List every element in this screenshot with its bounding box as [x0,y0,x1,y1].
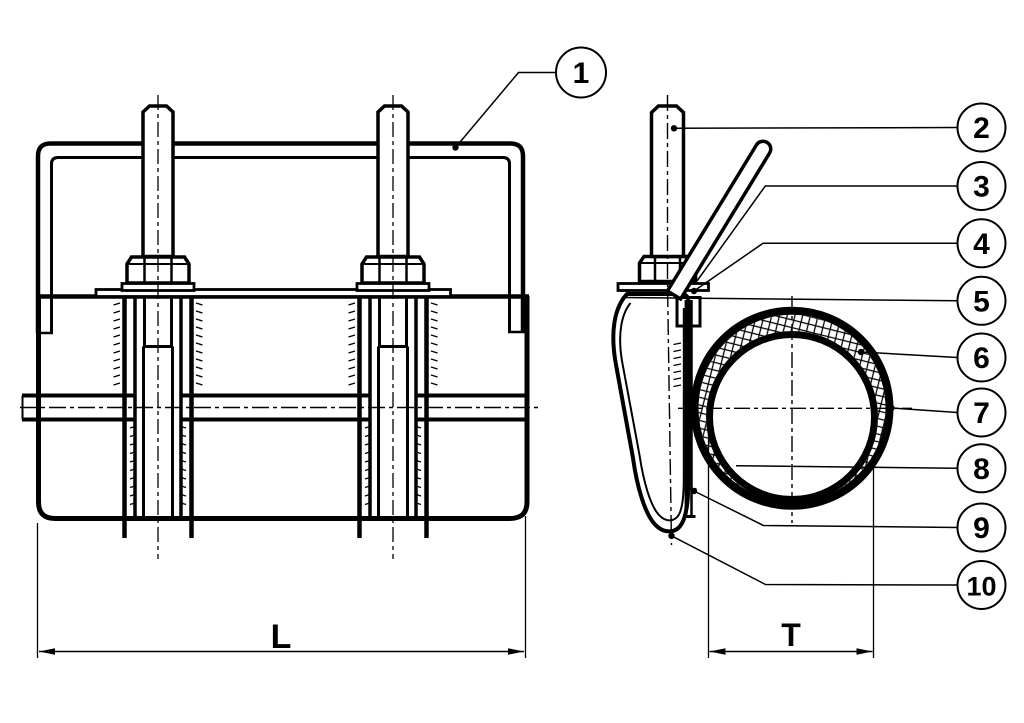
casing-outline [36,296,530,521]
callout-7: 7 [888,387,1007,438]
callout-number: 8 [973,453,990,486]
top-plate [94,288,452,298]
callout-balloon [956,332,1007,383]
callout-number: 1 [573,57,590,90]
wedge-thread-ticks [673,342,682,388]
leader-line [621,296,958,302]
callout-number: 3 [973,171,990,204]
leader-line [693,242,958,292]
leader-dot [690,487,698,495]
arrowhead-left [39,648,55,655]
dimension-L-label: L [271,618,292,656]
front-view [20,95,538,559]
callout-3: 3 [696,161,1007,282]
side-centerlines [666,95,912,546]
wedge-outer [611,292,691,534]
dimension-L-extension-lines [36,516,527,658]
callout-number: 4 [973,228,990,261]
callouts-layer: 1 2 3 4 5 6 7 8 9 10 [452,46,1007,610]
callout-1: 1 [452,46,607,151]
leader-dot [857,348,865,356]
callout-number: 5 [973,285,990,318]
leader-line [860,351,958,359]
leader-line [696,185,958,282]
leader-line [735,464,958,470]
shell-outer-outline [35,141,526,333]
callout-balloon [956,161,1007,211]
dimension-L: L [36,516,527,658]
dimension-T: T [707,412,875,658]
wedge-inner-line [619,302,685,522]
joint-band [21,393,527,422]
leader-dot [452,144,459,151]
callout-10: 10 [668,532,1007,610]
arrowhead-right [508,648,524,655]
callout-8: 8 [735,443,1007,494]
callout-4: 4 [690,218,1007,295]
callout-number: 6 [973,342,990,375]
bolt-unit-left [114,95,203,559]
side-washer [616,282,710,292]
leader-line [693,490,958,529]
shell-inner-outline [50,156,511,333]
callout-6: 6 [857,332,1007,383]
callout-balloon [555,46,607,99]
callout-number: 10 [966,572,996,602]
callout-5: 5 [621,275,1007,326]
callout-balloon [956,560,1007,610]
callout-balloon [956,443,1007,494]
arrowhead-left [709,648,726,655]
leader-dot [668,532,675,539]
dimension-T-label: T [781,617,801,653]
leader-line [671,535,958,586]
callout-balloon [956,102,1007,153]
bolt-unit-right [349,95,438,559]
callout-9: 9 [690,487,1007,553]
callout-balloon [956,387,1007,438]
leader-dot [888,404,895,412]
callout-balloon [956,502,1007,553]
callout-number: 7 [973,397,990,430]
strap-band [684,300,697,518]
dimension-T-extension-lines [707,412,875,658]
leader-line [454,71,556,148]
callout-2: 2 [670,102,1007,153]
callout-number: 2 [973,112,990,145]
side-view [611,95,912,546]
arrowhead-right [856,648,873,655]
callout-balloon [956,218,1007,269]
leader-line [673,126,958,130]
leader-dot [670,125,678,132]
callout-balloon [956,275,1007,326]
lever-handle [664,139,773,302]
callout-number: 9 [973,512,990,545]
leader-dot [690,287,698,295]
shell-leg-ends [36,330,526,335]
leader-line [891,407,958,414]
